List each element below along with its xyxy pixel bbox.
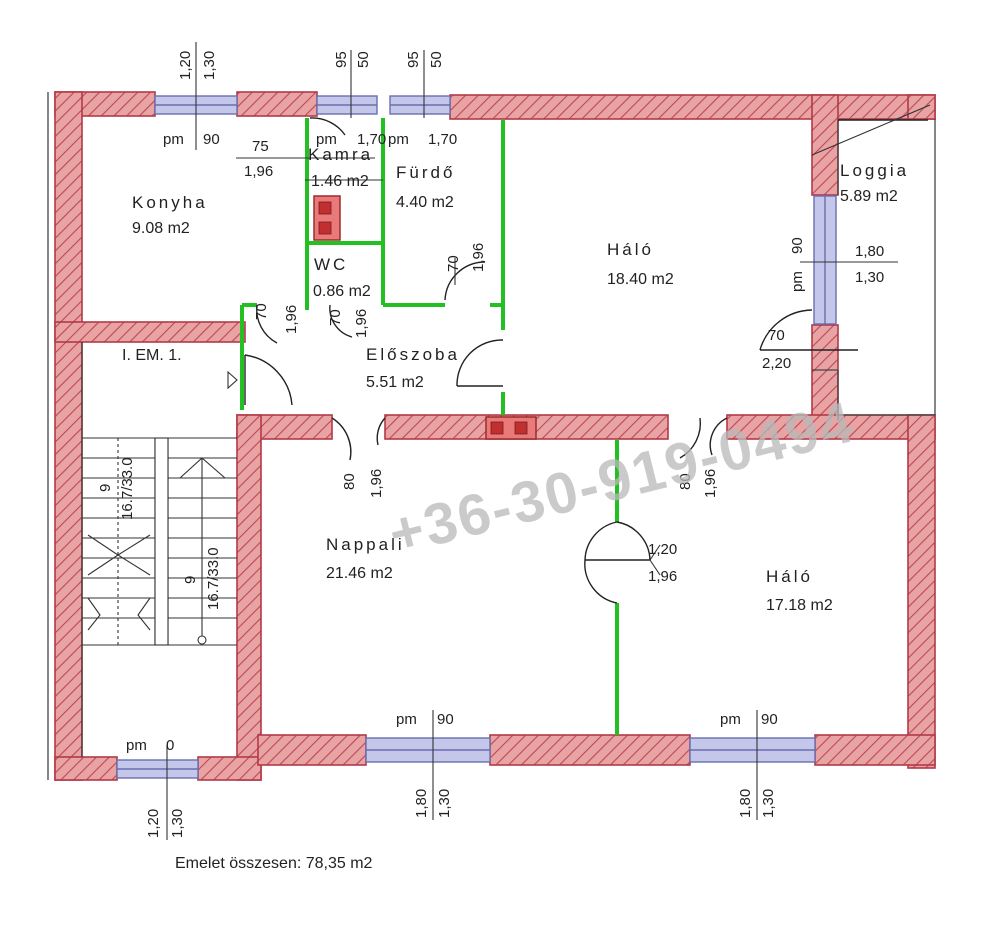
dim-halo2-door-h: 1,96 — [702, 469, 719, 498]
dim-nappali-door-h: 1,96 — [368, 469, 385, 498]
dimension-lines — [166, 42, 931, 840]
dim-top-w3-width: 95 — [405, 51, 422, 68]
dim-stair1-steps: 9 — [97, 484, 114, 492]
dim-kamra-door-w: 75 — [252, 138, 269, 155]
partitions — [240, 118, 619, 735]
wall-right-upper — [811, 94, 839, 196]
dim-konyha-door-w: 70 — [253, 303, 270, 320]
dim-loggia-pm-label: pm — [789, 271, 806, 292]
dim-bottom-w2-height: 1,30 — [436, 789, 453, 818]
wall-left-outer — [54, 91, 83, 781]
dim-konyha-door-h: 1,96 — [283, 305, 300, 334]
room-name-wc: WC — [314, 255, 348, 274]
wall-right-lower — [907, 414, 936, 769]
dim-furdo-door-w: 70 — [445, 255, 462, 272]
dim-bottom-pm-value-2: 90 — [437, 711, 454, 728]
dim-furdo-door-h: 1,96 — [470, 243, 487, 272]
room-name-halo-upper: Háló — [607, 240, 654, 259]
wall-top-3 — [449, 94, 936, 120]
dim-loggia-pm-value: 90 — [789, 237, 806, 254]
room-area-halo-lower: 17.18 m2 — [766, 597, 833, 614]
room-area-nappali: 21.46 m2 — [326, 565, 393, 582]
wall-bottom-3 — [257, 734, 367, 766]
room-name-staircase: I. EM. 1. — [122, 347, 182, 364]
wall-stair-right — [236, 414, 262, 781]
dim-stair2-size: 16.7/33.0 — [205, 547, 222, 610]
chimneys — [313, 195, 537, 440]
dim-bottom-pm-label-1: pm — [126, 737, 147, 754]
dim-kamra-pm-value: 1,70 — [357, 131, 386, 148]
dim-bottom-w1-width: 1,20 — [145, 809, 162, 838]
dim-bottom-pm-value-3: 90 — [761, 711, 778, 728]
wall-middle-3 — [726, 414, 936, 440]
wall-bottom-1 — [54, 756, 118, 781]
dim-bottom-pm-label-3: pm — [720, 711, 741, 728]
room-name-nappali: Nappali — [326, 535, 405, 554]
dim-inner-door-w: 1,20 — [648, 541, 677, 558]
room-area-eloszoba: 5.51 m2 — [366, 374, 424, 391]
dim-konyha-pm-value: 90 — [203, 131, 220, 148]
room-area-furdo: 4.40 m2 — [396, 194, 454, 211]
dim-loggia-win-h: 1,30 — [855, 269, 884, 286]
wall-right-upper-lower — [811, 324, 839, 421]
staircase — [81, 342, 238, 757]
room-area-wc: 0.86 m2 — [313, 283, 371, 300]
dim-kamra-pm-label: pm — [316, 131, 337, 148]
dim-bottom-pm-label-2: pm — [396, 711, 417, 728]
room-area-konyha: 9.08 m2 — [132, 220, 190, 237]
dim-stair1-size: 16.7/33.0 — [119, 457, 136, 520]
wall-bottom-4 — [489, 734, 691, 766]
wall-bottom-2 — [197, 756, 262, 781]
dim-kamra-door-h: 1,96 — [244, 163, 273, 180]
dim-stair2-steps: 9 — [182, 576, 199, 584]
dim-inner-door-h: 1,96 — [648, 568, 677, 585]
dim-furdo-pm-value: 1,70 — [428, 131, 457, 148]
footer-total-area: Emelet összesen: 78,35 m2 — [175, 855, 373, 872]
room-area-loggia: 5.89 m2 — [840, 188, 898, 205]
room-area-halo-upper: 18.40 m2 — [607, 271, 674, 288]
dim-top-w2-width: 95 — [333, 51, 350, 68]
room-name-halo-lower: Háló — [766, 567, 813, 586]
room-name-konyha: Konyha — [132, 193, 208, 212]
loggia-outline — [47, 92, 936, 780]
dim-bottom-w3-width: 1,80 — [737, 789, 754, 818]
dim-loggia-door-h: 2,20 — [762, 355, 791, 372]
room-name-loggia: Loggia — [840, 161, 909, 180]
dim-top-w1-width: 1,20 — [177, 51, 194, 80]
dim-top-w2-height: 50 — [355, 51, 372, 68]
dim-wc-door-h: 1,96 — [353, 309, 370, 338]
dim-loggia-door-w: 70 — [768, 327, 785, 344]
doors — [244, 117, 928, 604]
wall-top-2 — [236, 91, 318, 117]
wall-loggia-end — [907, 94, 936, 120]
dim-konyha-pm-label: pm — [163, 131, 184, 148]
dim-wc-door-w: 70 — [327, 309, 344, 326]
wall-bottom-5 — [814, 734, 936, 766]
wall-konyha-bottom — [54, 321, 246, 343]
room-name-eloszoba: Előszoba — [366, 345, 460, 364]
dim-top-w1-height: 1,30 — [201, 51, 218, 80]
dim-bottom-w3-height: 1,30 — [760, 789, 777, 818]
dim-bottom-w2-width: 1,80 — [413, 789, 430, 818]
dim-loggia-win-w: 1,80 — [855, 243, 884, 260]
dim-bottom-w1-height: 1,30 — [169, 809, 186, 838]
room-name-kamra: Kamra — [308, 145, 373, 164]
room-area-kamra: 1.46 m2 — [311, 173, 369, 190]
dim-nappali-door-w: 80 — [341, 473, 358, 490]
dim-furdo-pm-label: pm — [388, 131, 409, 148]
dim-bottom-pm-value-1: 0 — [166, 737, 174, 754]
room-name-furdo: Fürdő — [396, 163, 455, 182]
dim-halo2-door-w: 80 — [677, 473, 694, 490]
dim-top-w3-height: 50 — [428, 51, 445, 68]
